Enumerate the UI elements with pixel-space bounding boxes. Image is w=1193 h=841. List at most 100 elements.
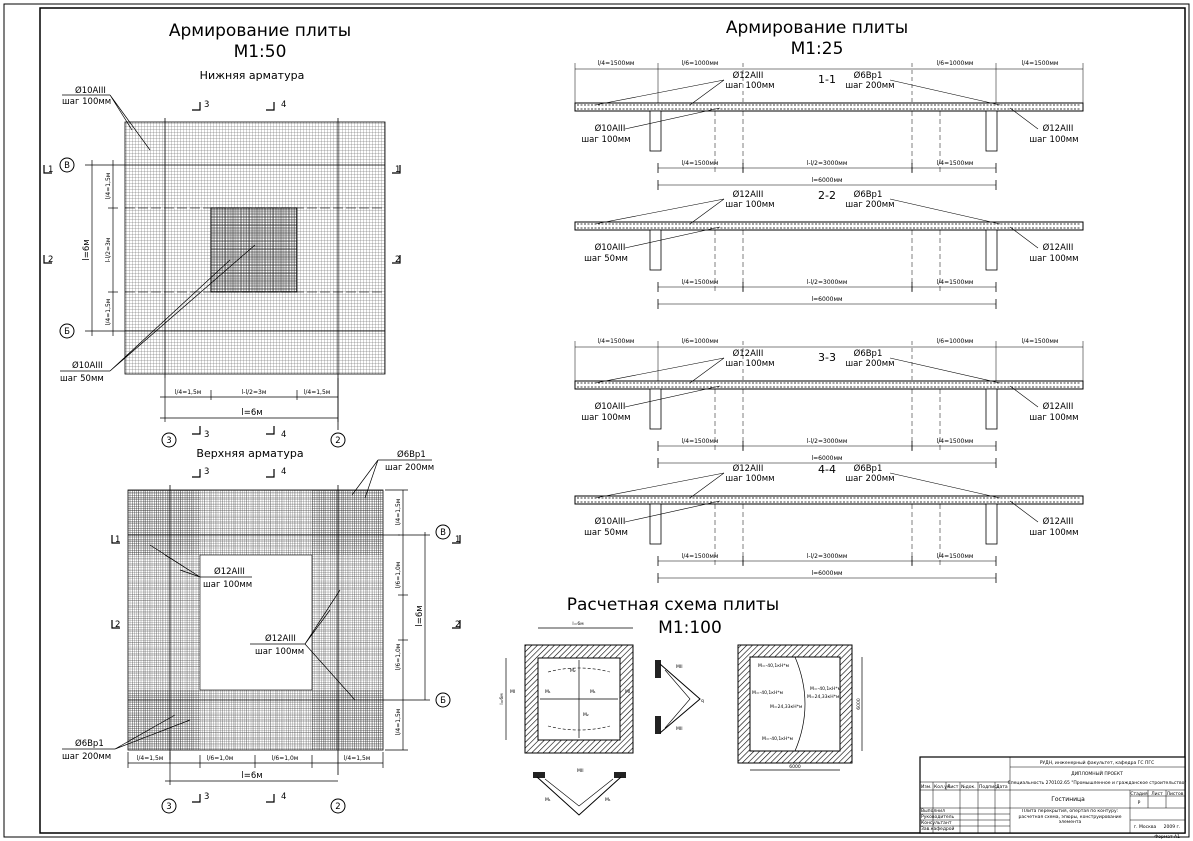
callout-step-text: шаг 200мм [845,359,894,369]
dim-l4-left: l/4=1500мм [682,279,719,286]
dim-l4-right: l/4=1500мм [937,438,974,445]
svg-text:шаг 100мм: шаг 100мм [62,97,111,107]
svg-text:3: 3 [166,436,171,446]
calc-moment-diagram-bottom: M₁ M₁ MII [533,768,626,816]
svg-text:l/4=1,5м: l/4=1,5м [105,173,112,200]
dim-l-l2: l-l/2=3000мм [807,553,848,560]
callout-12aiii-text: Ø12AIII [733,189,764,200]
dim-l4-right: l/4=1500мм [937,160,974,167]
section-4 [574,472,1084,583]
svg-text:2009 г.: 2009 г. [1164,824,1181,830]
svg-text:Изм.: Изм. [921,784,932,790]
svg-text:Б: Б [64,327,70,337]
svg-text:3: 3 [204,430,209,440]
bottom-mesh-dense-zone [210,207,298,293]
axis-2-marker [330,432,346,448]
svg-text:Зав.кафедрой: Зав.кафедрой [921,825,955,832]
svg-text:Ø6Вр1: Ø6Вр1 [397,449,426,460]
section-1 [574,63,1084,190]
svg-text:3: 3 [204,467,209,477]
svg-text:1: 1 [115,535,120,545]
svg-text:1: 1 [395,165,400,175]
svg-text:№док.: №док. [961,784,976,790]
callout-12aiii-right-text: Ø12AIII [1043,242,1074,253]
svg-text:l/4=1,5м: l/4=1,5м [304,389,331,396]
callout-12aiii-text: Ø12AIII [733,463,764,474]
callout-step-text: шаг 100мм [725,200,774,210]
callout-step-text: шаг 100мм [1029,528,1078,538]
svg-text:M₁: M₁ [545,689,551,695]
svg-text:1: 1 [48,165,53,175]
svg-text:Консультант: Консультант [921,820,952,826]
svg-text:M₁: M₁ [605,797,611,803]
svg-text:M=-40,1кН*м: M=-40,1кН*м [758,663,789,669]
svg-text:l=6м: l=6м [241,408,262,418]
section-name: 1-1 [818,73,836,86]
top-dim-l6-left: l/6=1000мм [682,338,719,345]
svg-text:Стадия: Стадия [1130,791,1148,797]
callout-12aiii-text: Ø12AIII [733,348,764,359]
calc-moments-plan: M=-40,1кН*м M=-40,1кН*м M=-40,1кН*м M=24… [737,644,863,771]
section-name: 3-3 [818,351,836,364]
dim-l4-right: l/4=1500мм [937,279,974,286]
svg-text:Специальность 270102.65 "Промы: Специальность 270102.65 "Промышленное и … [1008,780,1187,786]
svg-text:l/6=1,0м: l/6=1,0м [272,755,299,762]
calc-plan-scheme: l=6м l=6м MI M₁ M₁ MI M₂ M₂ [499,621,634,754]
svg-text:2: 2 [335,802,340,812]
svg-text:l=6м: l=6м [241,771,262,781]
svg-text:MI: MI [510,689,515,695]
section-3 [574,341,1084,468]
svg-text:2: 2 [115,620,120,630]
svg-text:Лист: Лист [1151,791,1163,797]
bottom-rebar-plan: В Б 3 2 1 1 2 2 3 4 3 4 Ø10AIII шаг 100м… [43,85,401,448]
top-dim-l4-left: l/4=1500мм [598,338,635,345]
svg-text:l-l/2=3м: l-l/2=3м [105,238,112,263]
svg-text:M=-40,1кН*м: M=-40,1кН*м [762,736,793,742]
dim-l-l2: l-l/2=3000мм [807,160,848,167]
callout-12aiii-right-text: Ø12AIII [1043,401,1074,412]
callout-step-text: шаг 100мм [1029,254,1078,264]
svg-text:Руководитель: Руководитель [921,814,955,820]
dim-l4-left: l/4=1500мм [682,160,719,167]
svg-text:6000: 6000 [856,698,862,710]
callout-6vr1-text: Ø6Вр1 [854,463,883,474]
callout-10aiii-text: Ø10AIII [595,516,626,527]
dim-total: l=6000мм [811,296,842,303]
outer-frame [3,3,1190,838]
svg-text:l/4=1,5м: l/4=1,5м [137,755,164,762]
section-name: 4-4 [818,463,836,476]
callout-12aiii-text: Ø12AIII [733,70,764,81]
callout-10aiii-text: Ø10AIII [595,401,626,412]
dim-total: l=6000мм [811,177,842,184]
top-dim-l4-right: l/4=1500мм [1022,60,1059,67]
sheet-title: Плита перекрытия, опертая по контуру: ра… [1018,809,1122,825]
svg-text:M=24,33кН*м: M=24,33кН*м [807,694,839,700]
svg-text:M=-40,1кН*м: M=-40,1кН*м [810,686,841,692]
svg-text:M₂: M₂ [583,712,589,718]
callout-6vr1-text: Ø6Вр1 [854,70,883,81]
svg-text:MI: MI [625,689,630,695]
svg-text:Ø12AIII: Ø12AIII [214,566,245,577]
svg-text:l-l/2=3м: l-l/2=3м [242,389,267,396]
svg-text:4: 4 [281,467,286,477]
svg-text:l/4=1,5м: l/4=1,5м [395,709,402,736]
callout-10aiii-text: Ø10AIII [595,123,626,134]
svg-text:3: 3 [204,792,209,802]
svg-text:l=6м: l=6м [82,239,92,260]
calc-scale: М1:100 [658,618,722,638]
callout-step-text: шаг 100мм [725,81,774,91]
svg-text:шаг 50мм: шаг 50мм [60,374,104,384]
svg-text:РУДН, инженерный факультет, ка: РУДН, инженерный факультет, кафедра ГС П… [1040,759,1155,766]
top-dim-l4-right: l/4=1500мм [1022,338,1059,345]
callout-step-text: шаг 100мм [1029,135,1078,145]
callout-d10b-text: Ø10AIII [72,360,103,371]
svg-text:l=6м: l=6м [499,693,505,704]
callout-step-text: шаг 50мм [584,254,628,264]
svg-text:l/6=1,0м: l/6=1,0м [207,755,234,762]
svg-text:Лист: Лист [947,784,959,790]
svg-text:MII: MII [676,726,683,732]
top-dim-l6-left: l/6=1000мм [682,60,719,67]
svg-text:4: 4 [281,792,286,802]
